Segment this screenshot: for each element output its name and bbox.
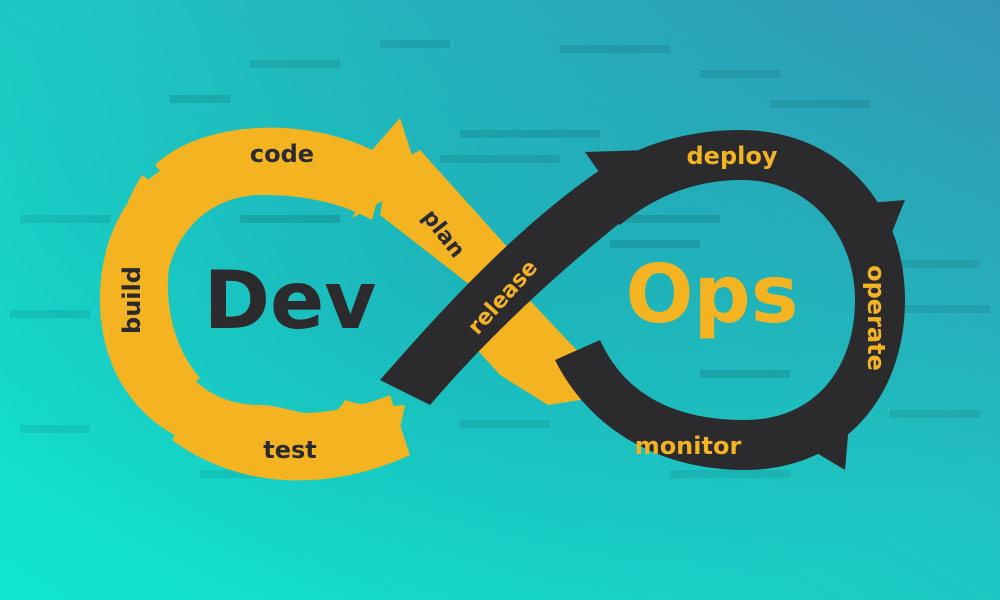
dev-build-segment <box>111 175 200 412</box>
stage-test-label: test <box>263 436 317 464</box>
stage-build-label: build <box>118 266 146 334</box>
stage-monitor-label: monitor <box>635 432 742 460</box>
ops-loop <box>380 130 905 470</box>
dev-loop <box>100 118 612 481</box>
ops-title: Ops <box>626 248 799 341</box>
stage-deploy-label: deploy <box>687 142 778 170</box>
plan-arrow <box>380 150 510 285</box>
ops-arrowhead-monitor <box>795 412 850 470</box>
code-texture <box>10 40 990 478</box>
dev-title: Dev <box>204 254 377 347</box>
stage-operate-label: operate <box>862 265 890 371</box>
ops-arrowhead-operate <box>845 200 905 262</box>
dev-test-segment <box>172 390 410 481</box>
dev-code-segment <box>155 118 420 218</box>
ops-arrowhead-deploy <box>585 150 650 205</box>
stage-code-label: code <box>250 140 314 168</box>
release-band <box>380 170 636 405</box>
